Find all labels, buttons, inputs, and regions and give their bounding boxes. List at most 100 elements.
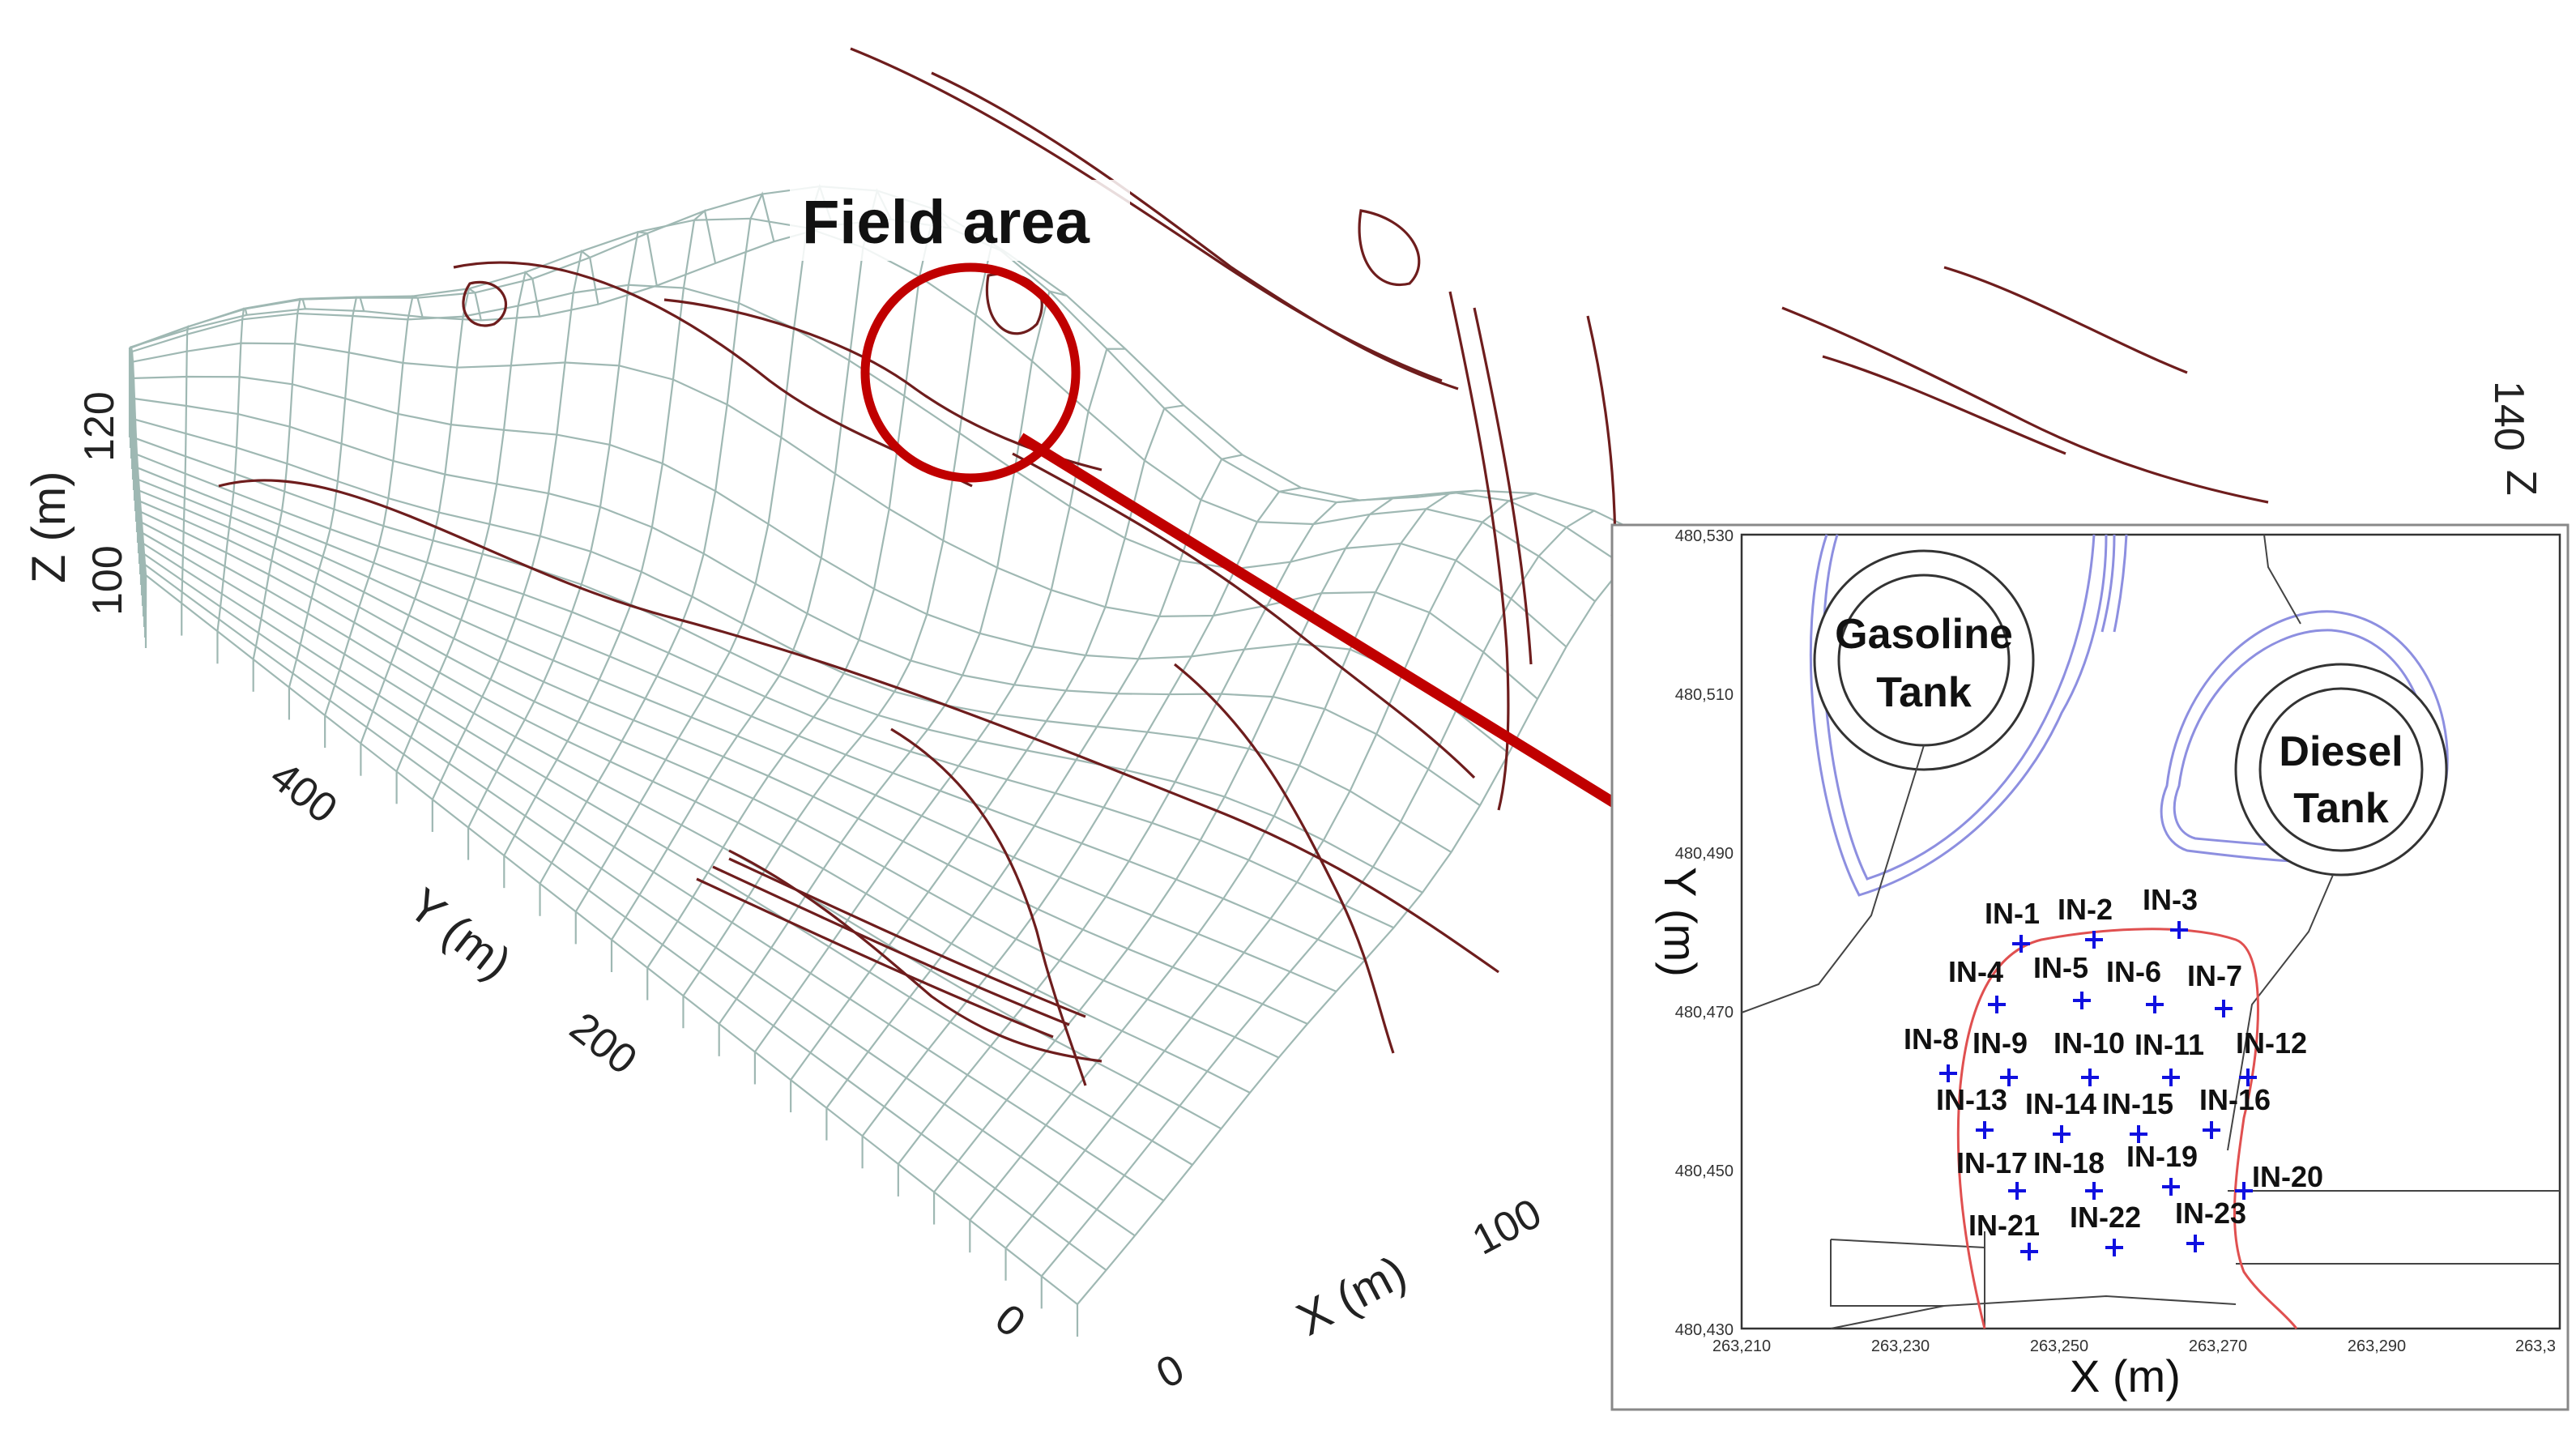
mesh-line-v-14: [140, 510, 1251, 1094]
well-in-8: IN-8: [1904, 1022, 1959, 1082]
well-in-3: IN-3: [2143, 883, 2198, 939]
mesh-line-u-22: [933, 496, 1418, 1193]
inset-x-tick: 263,3: [2515, 1337, 2556, 1355]
y-tick-0: 0: [987, 1295, 1034, 1347]
contour-20: [1358, 209, 1421, 287]
well-label: IN-20: [2252, 1160, 2323, 1193]
z-axis-right-label: Z: [2497, 470, 2544, 496]
contour-5: [1012, 452, 1476, 779]
contour-18: [462, 280, 508, 327]
contour-6: [1174, 663, 1395, 1054]
well-in-9: IN-9: [1973, 1026, 2028, 1086]
gasoline-tank: Gasoline Tank: [1813, 549, 2035, 771]
well-label: IN-14: [2025, 1087, 2096, 1120]
contour-15: [1781, 306, 2269, 504]
mesh-line-u-11: [539, 191, 775, 885]
contour-12: [1448, 291, 1510, 811]
diesel-tank-inner: [2258, 687, 2424, 852]
contour-7: [890, 727, 1087, 1086]
well-in-7: IN-7: [2187, 959, 2242, 1017]
contour-19: [985, 272, 1043, 335]
well-label: IN-2: [2058, 893, 2113, 926]
inset-x-axis-label: X (m): [2070, 1350, 2181, 1401]
well-label: IN-16: [2199, 1083, 2271, 1116]
well-label: IN-9: [1973, 1026, 2028, 1060]
well-label: IN-17: [1956, 1146, 2028, 1179]
y-axis-label: Y (m): [399, 878, 521, 990]
gasoline-tank-inner: [1837, 574, 2011, 747]
well-in-2: IN-2: [2058, 893, 2113, 949]
well-in-20: IN-20: [2235, 1160, 2323, 1200]
diesel-tank-label-1: Diesel: [2279, 728, 2403, 775]
contour-3: [850, 47, 1443, 382]
y-tick-200: 200: [561, 1004, 646, 1084]
well-in-1: IN-1: [1985, 897, 2040, 953]
mesh-line-v-6: [134, 398, 1481, 807]
x-tick-100: 100: [1465, 1190, 1549, 1265]
well-in-22: IN-22: [2070, 1201, 2141, 1256]
well-in-23: IN-23: [2175, 1197, 2246, 1252]
well-label: IN-18: [2033, 1146, 2105, 1179]
contour-lines: [218, 47, 2269, 1086]
z-axis-left-label: Z (m): [23, 471, 75, 584]
contour-0: [218, 479, 1499, 974]
contour-11: [728, 857, 1086, 1018]
field-boundary: [1956, 928, 2298, 1329]
mesh-line-v-11: [138, 479, 1337, 992]
contour-10: [712, 865, 1070, 1026]
z-tick-100: 100: [84, 545, 131, 616]
gasoline-tank-label-2: Tank: [1876, 669, 1972, 716]
well-in-21: IN-21: [1968, 1209, 2040, 1261]
inset-y-tick: 480,490: [1675, 845, 1734, 863]
well-label: IN-21: [1968, 1209, 2040, 1242]
well-label: IN-8: [1904, 1022, 1959, 1056]
field-area-callout: Field area: [790, 180, 1944, 1005]
inset-x-tick: 263,210: [1712, 1337, 1771, 1355]
diesel-tank: Diesel Tank: [2234, 663, 2448, 877]
well-in-15: IN-15: [2102, 1087, 2173, 1143]
well-in-10: IN-10: [2054, 1026, 2125, 1086]
well-in-18: IN-18: [2033, 1146, 2105, 1200]
well-in-4: IN-4: [1948, 955, 2006, 1013]
contour-4: [931, 71, 1459, 390]
well-label: IN-10: [2054, 1026, 2125, 1060]
inset-x-tick: 263,270: [2189, 1337, 2247, 1355]
field-area-circle: [860, 262, 1081, 483]
inset-y-tick: 480,510: [1675, 686, 1734, 704]
mesh-line-v-13: [139, 500, 1279, 1059]
mesh-grid: [128, 183, 1653, 1337]
well-label: IN-23: [2175, 1197, 2246, 1230]
well-in-16: IN-16: [2199, 1083, 2271, 1139]
mesh-line-v-10: [137, 467, 1366, 961]
x-axis: 0 X (m) 100: [1149, 1190, 1549, 1398]
x-axis-label: X (m): [1289, 1246, 1415, 1346]
inset-x-tick: 263,230: [1871, 1337, 1930, 1355]
mesh-line-v-12: [139, 489, 1308, 1025]
mesh-line-u-13: [611, 188, 892, 941]
mesh-line-v-4: [132, 342, 1538, 700]
well-label: IN-4: [1948, 955, 2003, 988]
mesh-line-v-17: [143, 543, 1165, 1201]
contour-16: [1822, 355, 2066, 455]
y-axis: 400 Y (m) 200 0: [262, 753, 1034, 1347]
well-label: IN-5: [2033, 951, 2088, 984]
inset-y-axis-label: Y (m): [1655, 867, 1706, 977]
well-label: IN-6: [2106, 955, 2161, 988]
diesel-tank-label-2: Tank: [2293, 785, 2389, 832]
mesh-line-v-18: [143, 553, 1136, 1237]
field-area-label: Field area: [802, 188, 1090, 257]
callout-label-backdrop: [790, 180, 1130, 261]
mesh-line-v-16: [142, 532, 1193, 1166]
mesh-line-u-1: [181, 325, 190, 604]
inset-map: Gasoline Tank Diesel Tank 480,430480,450…: [1610, 523, 2570, 1411]
mesh-line-u-23: [969, 489, 1478, 1221]
contour-9: [696, 877, 1054, 1039]
mesh-line-v-9: [136, 453, 1394, 929]
mesh-line-v-3: [131, 284, 1567, 648]
inset-y-tick: 480,450: [1675, 1162, 1734, 1180]
well-label: IN-11: [2135, 1028, 2204, 1061]
inset-x-tick: 263,250: [2030, 1337, 2088, 1355]
well-in-12: IN-12: [2236, 1026, 2307, 1086]
